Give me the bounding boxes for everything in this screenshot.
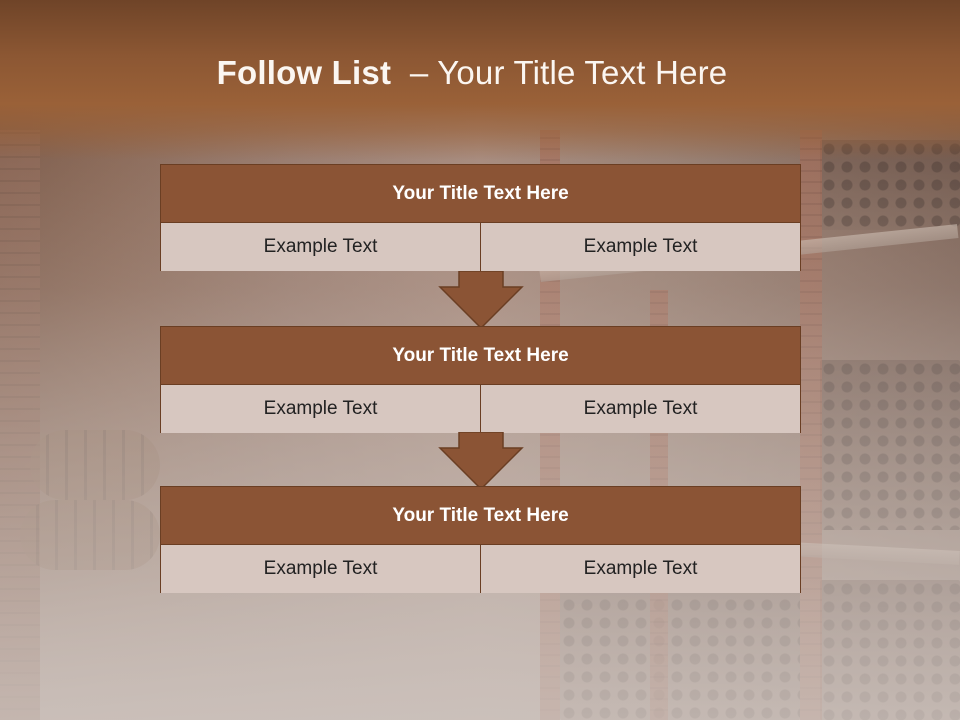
title-band: [0, 0, 960, 160]
block-cell-right: Example Text: [480, 223, 800, 271]
down-arrow-icon: [438, 271, 524, 329]
block-cell-left: Example Text: [161, 385, 480, 433]
block-title: Your Title Text Here: [161, 487, 800, 544]
page-title-rest: – Your Title Text Here: [391, 54, 728, 91]
page-title-bold: Follow List: [216, 54, 392, 91]
down-arrow-icon: [438, 432, 524, 490]
block-title: Your Title Text Here: [161, 165, 800, 222]
block-row: Example Text Example Text: [161, 222, 800, 271]
block-cell-left: Example Text: [161, 223, 480, 271]
block-row: Example Text Example Text: [161, 384, 800, 433]
block-cell-right: Example Text: [480, 545, 800, 593]
flow-block-1: Your Title Text Here Example Text Exampl…: [160, 164, 801, 271]
block-row: Example Text Example Text: [161, 544, 800, 593]
flow-block-2: Your Title Text Here Example Text Exampl…: [160, 326, 801, 433]
block-cell-right: Example Text: [480, 385, 800, 433]
block-cell-left: Example Text: [161, 545, 480, 593]
block-title: Your Title Text Here: [161, 327, 800, 384]
flow-block-3: Your Title Text Here Example Text Exampl…: [160, 486, 801, 593]
page-title: Follow List – Your Title Text Here: [0, 54, 944, 92]
